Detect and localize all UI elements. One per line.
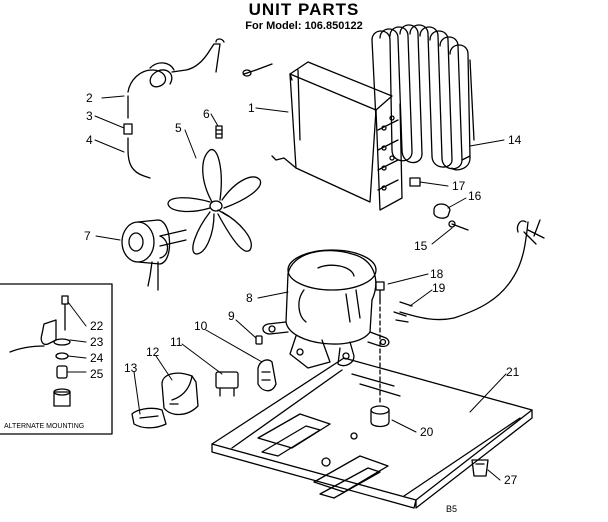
callout-21: 21 — [506, 365, 520, 379]
clamp-part-16 — [433, 203, 451, 219]
callout-10: 10 — [194, 319, 208, 333]
inset-label: ALTERNATE MOUNTING — [4, 423, 84, 430]
callout-23: 23 — [90, 335, 104, 349]
callout-20: 20 — [420, 425, 434, 439]
compressor-part — [262, 249, 390, 369]
foot-part-27 — [471, 459, 489, 477]
fan-motor-part — [121, 219, 187, 291]
callout-22: 22 — [90, 319, 104, 333]
callout-11: 11 — [170, 335, 183, 349]
callout-17: 17 — [452, 179, 466, 193]
bolt-part-18 — [375, 281, 385, 405]
callout-27: 27 — [504, 473, 518, 487]
overload-protector-part — [257, 359, 277, 392]
condenser-coil-part — [371, 24, 475, 171]
fan-blade-part — [167, 149, 262, 255]
grommet-part-20 — [370, 405, 390, 428]
callout-8: 8 — [246, 291, 253, 305]
callout-13: 13 — [124, 361, 138, 375]
callout-12: 12 — [146, 345, 160, 359]
relay-part — [215, 371, 239, 397]
callout-2: 2 — [86, 91, 93, 105]
model-line: For Model: 106.850122 — [245, 20, 363, 32]
screw-part-15 — [448, 220, 469, 231]
relay-cover-part — [161, 372, 199, 416]
callout-1: 1 — [248, 101, 255, 115]
diagram-title: UNIT PARTS — [248, 0, 360, 19]
callout-15: 15 — [414, 239, 428, 253]
callout-6: 6 — [203, 107, 210, 121]
callout-3: 3 — [86, 109, 93, 123]
footer-code: B5 — [446, 504, 457, 514]
grommet-part-9 — [255, 335, 263, 345]
condenser-shroud-part — [271, 61, 403, 211]
alternate-mounting-inset — [0, 283, 113, 435]
callout-24: 24 — [90, 351, 104, 365]
callout-5: 5 — [175, 121, 182, 135]
capillary-tube-part — [123, 38, 225, 179]
cover-clip-part — [131, 407, 167, 429]
power-cord-part — [393, 219, 545, 323]
bracket-part-17 — [409, 177, 421, 187]
callout-9: 9 — [228, 309, 235, 323]
base-pan-part — [211, 357, 533, 509]
callout-4: 4 — [86, 133, 93, 147]
screw-part-6 — [215, 125, 223, 139]
callout-14: 14 — [508, 133, 522, 147]
callout-25: 25 — [90, 367, 104, 381]
callout-18: 18 — [430, 267, 444, 281]
callout-19: 19 — [432, 281, 446, 295]
callout-7: 7 — [84, 229, 91, 243]
callout-16: 16 — [468, 189, 482, 203]
callout-labels: 2 3 4 1 6 5 7 8 9 10 11 12 13 14 17 16 1… — [84, 91, 522, 487]
tube-fitting-part — [242, 63, 273, 77]
leader-lines — [67, 95, 507, 481]
